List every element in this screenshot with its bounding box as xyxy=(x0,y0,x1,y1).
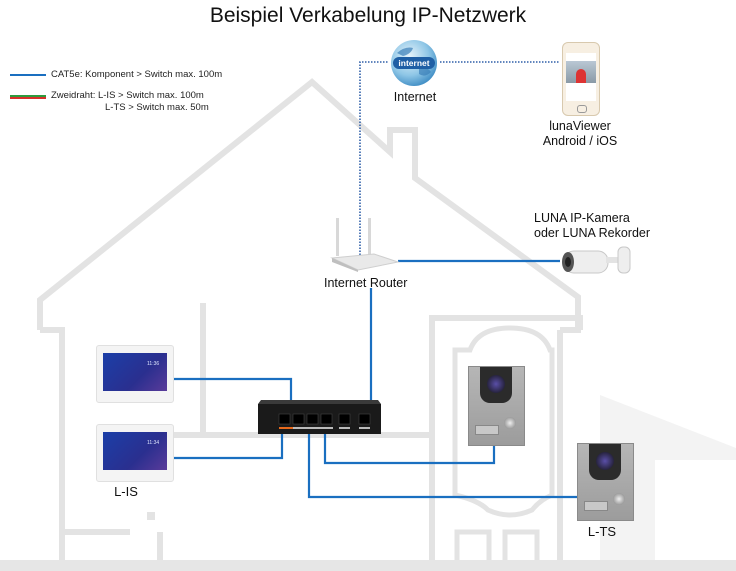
bullet-camera-icon xyxy=(562,246,631,274)
legend-zweidraht-text2: L-TS > Switch max. 50m xyxy=(105,102,209,113)
cable-switch-outdoor1 xyxy=(323,428,496,465)
router-icon xyxy=(330,218,400,272)
person-figure xyxy=(576,69,586,83)
outdoor-1-call-button xyxy=(504,417,516,429)
monitor-2-time: 11:34 xyxy=(147,440,160,446)
outdoor-2-lens xyxy=(596,452,614,470)
switch-icon xyxy=(258,400,381,434)
app-label-line1: lunaViewer xyxy=(549,119,611,133)
internet-badge-text: internet xyxy=(398,58,430,68)
indoor-monitor-2: 11:34 xyxy=(96,424,174,482)
monitor-2-screen: 11:34 xyxy=(103,432,167,470)
outdoor-2-nameplate xyxy=(584,501,608,511)
dotted-link-router-internet xyxy=(359,61,388,255)
legend-cat5e-swatch xyxy=(10,74,46,76)
outdoor-1-nameplate xyxy=(475,425,499,435)
outdoor-2-camera-panel xyxy=(589,444,621,480)
legend-zweidraht-text: Zweidraht: L-IS > Switch max. 100m xyxy=(51,90,204,101)
outdoor-label: L-TS xyxy=(587,524,617,539)
internet-label: Internet xyxy=(393,90,437,104)
diagram-title: Beispiel Verkabelung IP-Netzwerk xyxy=(209,4,527,27)
legend: CAT5e: Komponent > Switch max. 100m Zwei… xyxy=(10,68,260,118)
smartphone-image xyxy=(562,42,600,116)
router-label: Internet Router xyxy=(324,276,408,290)
cable-switch-outdoor2 xyxy=(307,428,578,499)
outdoor-2-call-button xyxy=(613,493,625,505)
indoor-label: L-IS xyxy=(114,484,138,499)
internet-node: internet xyxy=(389,38,439,88)
phone-screen xyxy=(566,53,596,101)
cable-indoor2-switch xyxy=(172,428,284,460)
camera-label-line2: oder LUNA Rekorder xyxy=(534,226,651,240)
indoor-monitor-1: 11:36 xyxy=(96,345,174,403)
globe-icon xyxy=(391,40,437,86)
legend-zweidraht-swatch-green xyxy=(10,95,46,97)
outdoor-1-lens xyxy=(487,375,505,393)
legend-cat5e-text: CAT5e: Komponent > Switch max. 100m xyxy=(51,69,223,80)
outdoor-1-camera-panel xyxy=(480,367,512,403)
monitor-1-time: 11:36 xyxy=(147,361,160,367)
monitor-1-screen: 11:36 xyxy=(103,353,167,391)
camera-image xyxy=(558,243,634,279)
home-button xyxy=(577,105,587,113)
camera-label-line1: LUNA IP-Kamera xyxy=(534,211,630,225)
legend-zweidraht-swatch-red xyxy=(10,97,46,99)
router-image xyxy=(330,216,400,272)
outdoor-station-1 xyxy=(468,366,525,446)
app-label-line2: Android / iOS xyxy=(542,134,618,148)
poe-switch-image xyxy=(257,398,382,436)
outdoor-station-2 xyxy=(577,443,634,521)
